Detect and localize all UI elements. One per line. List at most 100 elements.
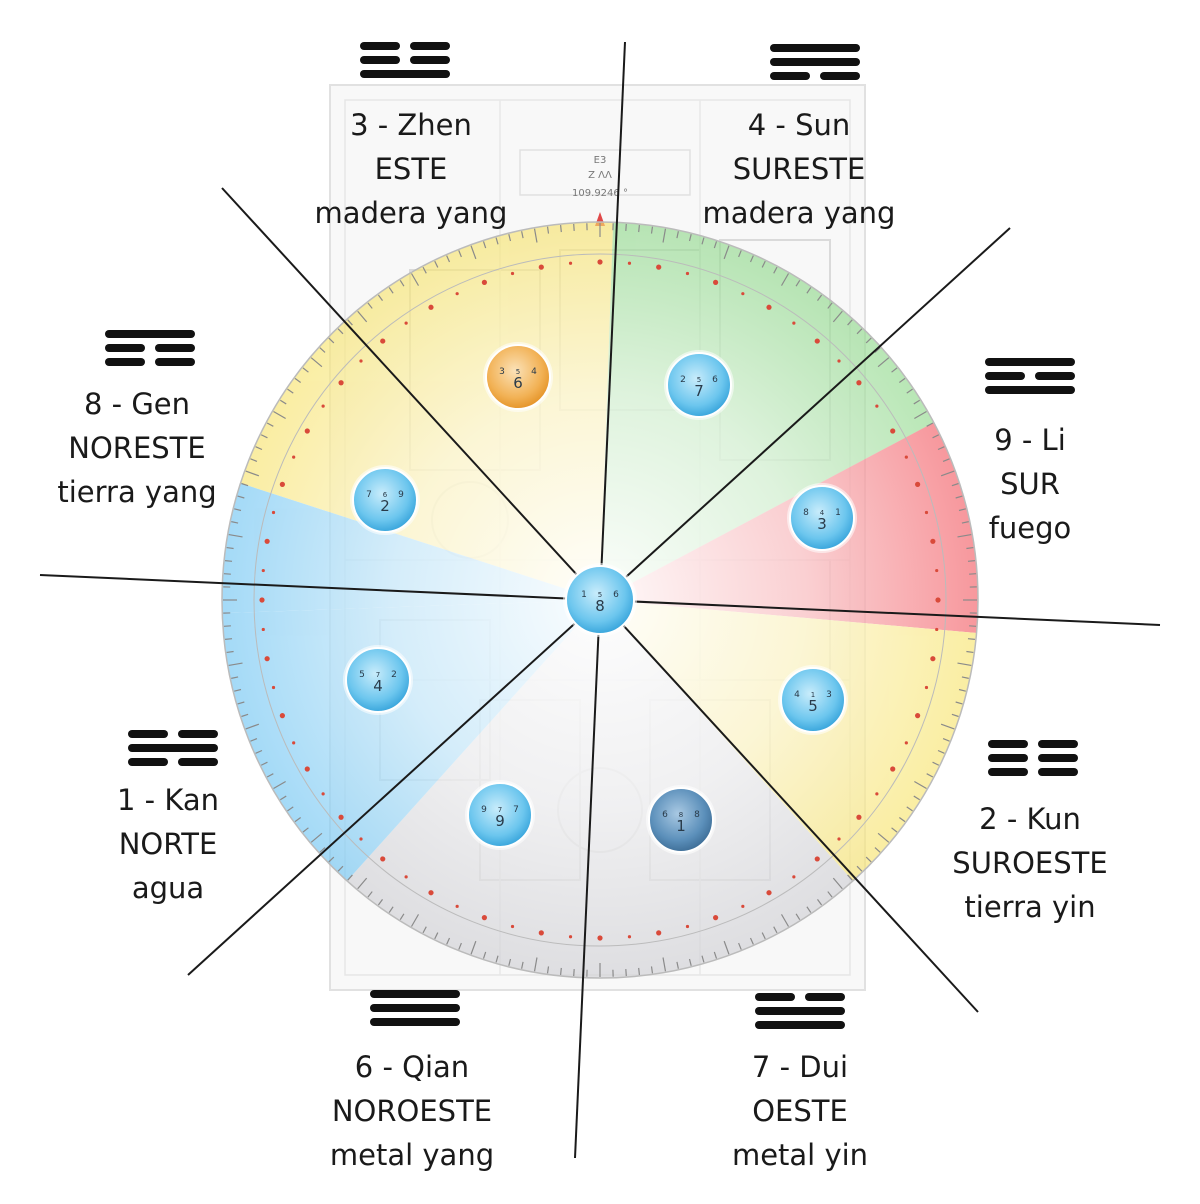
trigram-broken-line [988, 768, 1028, 776]
ring-dot [875, 405, 878, 408]
gua-direction: SUROESTE [952, 841, 1107, 885]
trigram-li-icon [985, 358, 1075, 402]
ring-dot [280, 713, 285, 718]
trigram-solid-line [755, 1021, 845, 1029]
ring-dot [292, 456, 295, 459]
trigram-solid-line [770, 44, 860, 52]
ring-dot [837, 837, 840, 840]
gua-element: tierra yin [952, 885, 1107, 929]
ring-dot [686, 925, 689, 928]
ring-tick [639, 968, 640, 975]
star-main-number: 1 [676, 817, 686, 835]
ring-dot [539, 930, 544, 935]
ring-dot [272, 686, 275, 689]
trigram-solid-line [128, 744, 218, 752]
ring-dot [359, 837, 362, 840]
ring-dot [890, 766, 895, 771]
ring-dot [815, 856, 820, 861]
ring-dot [713, 280, 718, 285]
star-mountain-number: 3 [499, 367, 505, 377]
ring-dot [713, 915, 718, 920]
ring-dot [265, 656, 270, 661]
gua-element: metal yang [330, 1133, 494, 1177]
ring-dot [405, 875, 408, 878]
star-mountain-number: 7 [366, 490, 372, 500]
ring-dot [915, 713, 920, 718]
star-water-number: 6 [712, 375, 718, 385]
ring-tick [639, 225, 640, 232]
trigram-solid-line [105, 330, 195, 338]
ring-dot [482, 280, 487, 285]
ring-dot [539, 265, 544, 270]
star-main-number: 8 [595, 597, 605, 615]
gua-number-name: 7 - Dui [732, 1045, 868, 1089]
gua-element: tierra yang [57, 470, 216, 514]
gua-direction: SURESTE [703, 147, 896, 191]
gua-direction: NORESTE [57, 426, 216, 470]
ring-dot [338, 815, 343, 820]
ring-dot [569, 935, 572, 938]
gua-direction: SUR [989, 462, 1072, 506]
ring-tick [968, 639, 975, 640]
ring-dot [262, 628, 265, 631]
trigram-broken-line [1038, 754, 1078, 762]
trigram-broken-line [360, 56, 400, 64]
trigram-broken-line [410, 56, 450, 64]
gua-direction: NORTE [117, 822, 219, 866]
ring-dot [925, 511, 928, 514]
ring-dot [856, 380, 861, 385]
trigram-zhen-icon [360, 42, 450, 86]
star-water-number: 3 [826, 690, 832, 700]
trigram-broken-line [178, 758, 218, 766]
gua-element: madera yang [315, 191, 508, 235]
ring-tick [561, 968, 562, 975]
ring-dot [569, 262, 572, 265]
trigram-broken-line [1038, 768, 1078, 776]
gua-number-name: 2 - Kun [952, 797, 1107, 841]
ring-dot [405, 322, 408, 325]
gua-number-name: 1 - Kan [117, 778, 219, 822]
trigram-broken-line [1038, 740, 1078, 748]
ring-dot [792, 875, 795, 878]
ring-dot [686, 272, 689, 275]
star-base-number: 5 [516, 368, 520, 376]
ring-dot [856, 815, 861, 820]
trigram-solid-line [770, 58, 860, 66]
ring-dot [338, 380, 343, 385]
ring-dot [322, 792, 325, 795]
trigram-broken-line [820, 72, 860, 80]
ring-dot [597, 259, 602, 264]
ring-dot [305, 766, 310, 771]
plan-readout-line2: Z ɅΛ [588, 170, 612, 181]
gua-element: fuego [989, 506, 1072, 550]
trigram-solid-line [360, 70, 450, 78]
trigram-broken-line [988, 740, 1028, 748]
gua-direction: OESTE [732, 1089, 868, 1133]
plan-readout-line1: E3 [594, 155, 607, 166]
ring-dot [935, 569, 938, 572]
star-main-number: 2 [380, 497, 390, 515]
ring-dot [905, 456, 908, 459]
trigram-broken-line [155, 344, 195, 352]
ring-dot [935, 628, 938, 631]
star-mountain-number: 8 [803, 508, 809, 518]
ring-dot [930, 539, 935, 544]
gua-number-name: 4 - Sun [703, 103, 896, 147]
star-base-number: 7 [376, 671, 380, 679]
ring-dot [656, 930, 661, 935]
ring-dot [766, 890, 771, 895]
ring-dot [905, 741, 908, 744]
trigram-broken-line [360, 42, 400, 50]
star-main-number: 4 [373, 677, 383, 695]
ring-dot [262, 569, 265, 572]
